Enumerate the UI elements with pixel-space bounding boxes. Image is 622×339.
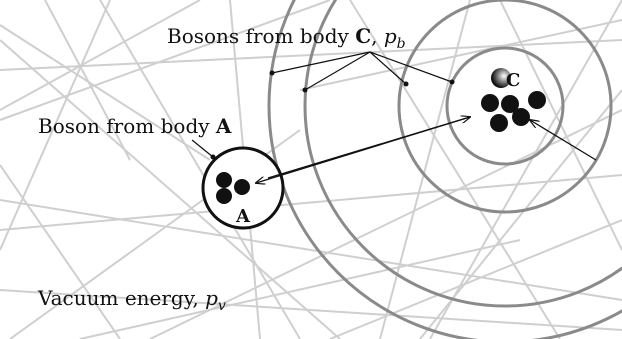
particle: [512, 108, 530, 126]
body-c-particles: [481, 68, 546, 132]
bosons-c-leader-lines: [271, 51, 453, 91]
boson-marker: [269, 70, 275, 76]
body-a-particles: [216, 172, 250, 204]
particle: [216, 172, 232, 188]
particle-shaded: [491, 68, 511, 88]
boson-marker: [403, 81, 409, 87]
particle: [216, 188, 232, 204]
vacuum-energy-label: Vacuum energy, pv: [37, 286, 226, 314]
boson-from-a-label: Boson from body A: [38, 114, 232, 138]
particle: [528, 91, 546, 109]
incoming-boson-arrow: [530, 120, 597, 161]
body-a-label: A: [235, 206, 251, 227]
particle: [490, 114, 508, 132]
wave-ring-outer: [267, 0, 622, 339]
particle: [234, 179, 250, 195]
boson-marker: [302, 87, 308, 93]
bosons-c-markers: [269, 70, 455, 93]
particle: [501, 95, 519, 113]
boson-exchange-arrow-to-a: [256, 116, 471, 183]
wave-ring-inner: [445, 46, 565, 166]
boson-marker: [449, 79, 455, 85]
wave-ring-3: [303, 0, 622, 308]
body-c-label: C: [506, 70, 520, 91]
boson-wave-rings: [267, 0, 622, 339]
boson-marker: [210, 154, 216, 160]
bosons-from-c-label: Bosons from body C, pb: [167, 24, 406, 52]
boson-a-leader-line: [191, 139, 214, 158]
particle: [481, 94, 499, 112]
wave-ring-2: [397, 0, 613, 214]
